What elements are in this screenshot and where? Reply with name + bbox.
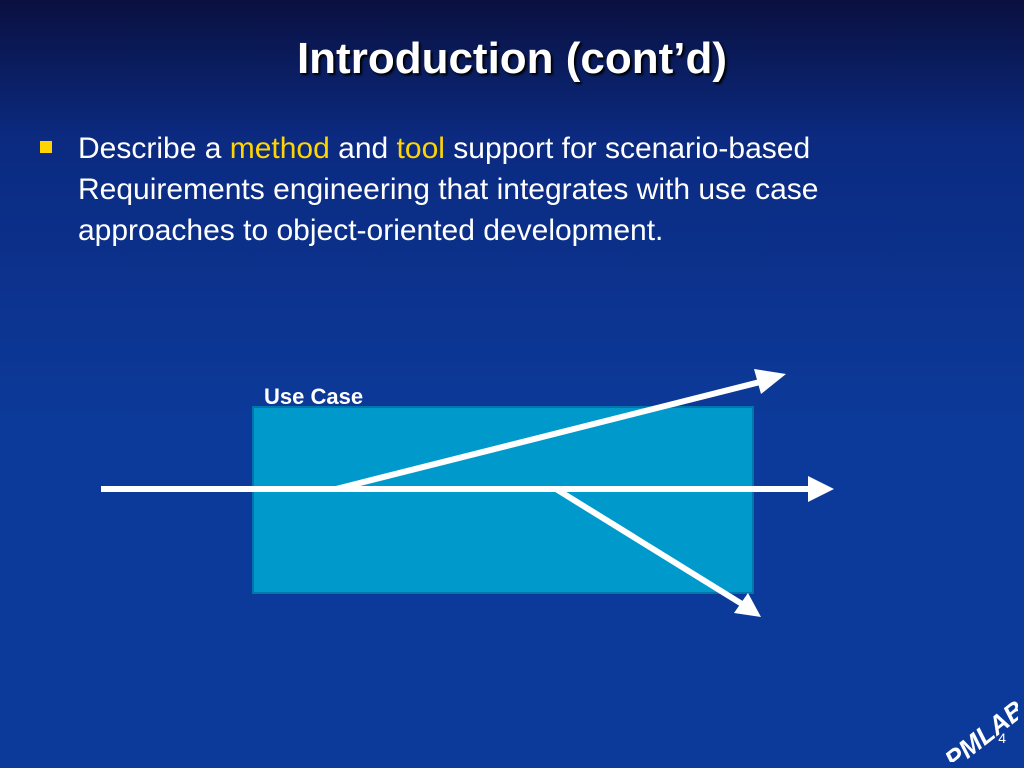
bullet-text: Describe a method and tool support for s… (78, 128, 938, 251)
slide-title: Introduction (cont’d) (296, 34, 728, 83)
highlight-method: method (229, 132, 330, 165)
pmlab-logo: PMLAB (939, 694, 1018, 762)
down-branch-arrow (554, 486, 744, 607)
bullet-text-part1: Describe a (78, 132, 230, 165)
bullet-square-icon (40, 141, 52, 153)
bullet-text-part3: support for scenario-based Requirements … (78, 132, 819, 247)
use-case-label: Use Case (264, 384, 364, 409)
down-branch-arrow-head (734, 593, 761, 617)
main-arrow-head (808, 476, 834, 502)
up-branch-arrow-head (754, 369, 786, 394)
highlight-tool: tool (396, 132, 445, 165)
pmlab-logo-text: PMLAB (939, 694, 1018, 762)
bullet-text-part2: and (329, 132, 397, 165)
page-number: 4 (998, 730, 1006, 746)
up-branch-arrow (335, 378, 765, 492)
